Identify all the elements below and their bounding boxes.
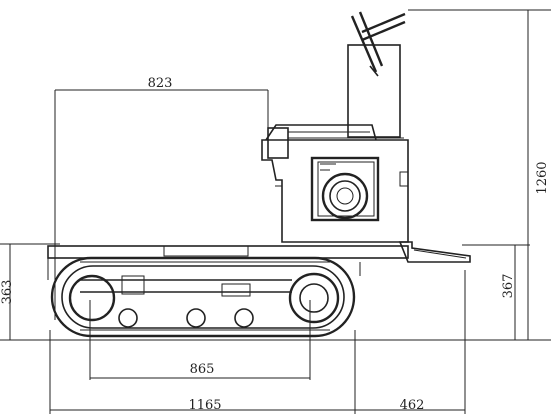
dimension-label-367: 367 bbox=[501, 274, 516, 299]
dimension-label-865: 865 bbox=[190, 362, 215, 377]
dimension-lines bbox=[0, 9, 551, 414]
dimension-label-1165: 1165 bbox=[188, 398, 221, 413]
engine-unit bbox=[261, 124, 409, 243]
steering-handle bbox=[347, 11, 406, 138]
carrier-deck bbox=[47, 241, 471, 280]
dimension-label-1260: 1260 bbox=[535, 161, 550, 194]
dimension-label-363: 363 bbox=[0, 280, 15, 305]
dimension-label-462: 462 bbox=[400, 398, 425, 413]
crawler-track bbox=[50, 256, 356, 338]
dimension-label-823: 823 bbox=[148, 76, 173, 91]
